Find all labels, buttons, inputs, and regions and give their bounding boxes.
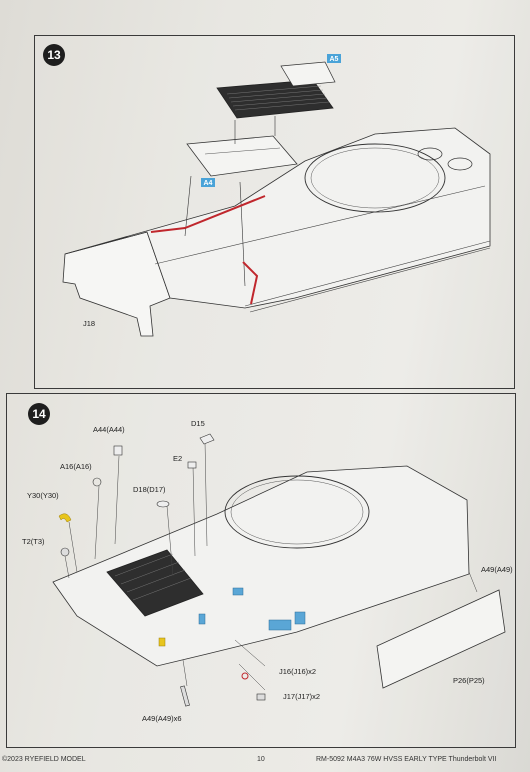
blue-highlight-parts [198, 587, 306, 631]
yellow-highlight-parts [58, 513, 166, 647]
footer-product-title: RM-5092 M4A3 76W HVSS EARLY TYPE Thunder… [316, 756, 497, 763]
footer-copyright: ©2023 RYEFIELD MODEL [2, 756, 86, 763]
rail-line [154, 185, 486, 265]
grille-bracket-shape [280, 61, 336, 87]
part-j17-shape [256, 693, 266, 701]
step-13-diagram: A5 A4 J18 [62, 54, 491, 337]
upper-hull-shape [64, 127, 491, 309]
part-label-d18: D18(D17) [133, 485, 166, 494]
step-14-badge: 14 [28, 403, 50, 425]
step-14-panel: 14 [6, 393, 516, 748]
part-a16-shape [92, 477, 102, 487]
engine-grille-a5-shape [216, 79, 334, 119]
part-label-t2: T2(T3) [22, 537, 45, 546]
assembly-arrows [184, 116, 276, 287]
part-label-e2: E2 [173, 454, 182, 463]
rail-line [249, 247, 491, 313]
leader-lines [64, 441, 478, 691]
part-label-a16: A16(A16) [60, 462, 92, 471]
grille-14-shape [106, 549, 204, 617]
turret-ring-inner-shape [310, 147, 440, 209]
part-d18-shape [156, 500, 170, 508]
step-13-badge: 13 [43, 44, 65, 66]
rail-line [244, 240, 491, 307]
turret-ring-14-inner-shape [230, 479, 364, 545]
part-d15-shape [199, 433, 215, 445]
grille-14-slats [114, 553, 192, 601]
step-13-panel: 13 [34, 35, 515, 389]
part-a49-shape [180, 685, 190, 707]
part-label-a49-bottom: A49(A49)x6 [142, 714, 182, 723]
grille-slats [226, 85, 330, 111]
part-e2-shape [187, 461, 197, 469]
part-label-a44: A44(A44) [93, 425, 125, 434]
part-label-d15: D15 [191, 419, 205, 428]
glue-lines [150, 195, 266, 305]
tag-a4: A4 [201, 178, 215, 187]
upper-hull-14-shape [52, 465, 470, 667]
side-skirt-p26-shape [376, 589, 506, 689]
hatch-shape [447, 157, 473, 171]
glue-point-icon [241, 672, 249, 680]
step-14-diagram: A44(A44) D15 A16(A16) E2 Y30(Y30) D18(D1… [22, 419, 513, 723]
plate-detail-line [204, 147, 281, 155]
tag-a4-label: A4 [204, 180, 213, 187]
part-t2-shape [60, 547, 70, 557]
part-label-y30: Y30(Y30) [27, 491, 59, 500]
tag-a5-label: A5 [330, 56, 339, 63]
part-label-j18: J18 [83, 319, 95, 328]
deck-plate-a4-shape [186, 135, 298, 177]
turret-ring-14-shape [224, 475, 370, 549]
part-label-a49-right: A49(A49) [481, 565, 513, 574]
part-label-j17: J17(J17)x2 [283, 692, 320, 701]
part-label-j16: J16(J16)x2 [279, 667, 316, 676]
tag-a5: A5 [327, 54, 341, 63]
footer-page-number: 10 [257, 756, 265, 763]
part-label-p26: P26(P25) [453, 676, 485, 685]
hatch-shape [417, 147, 443, 161]
part-a44-shape [113, 445, 123, 456]
